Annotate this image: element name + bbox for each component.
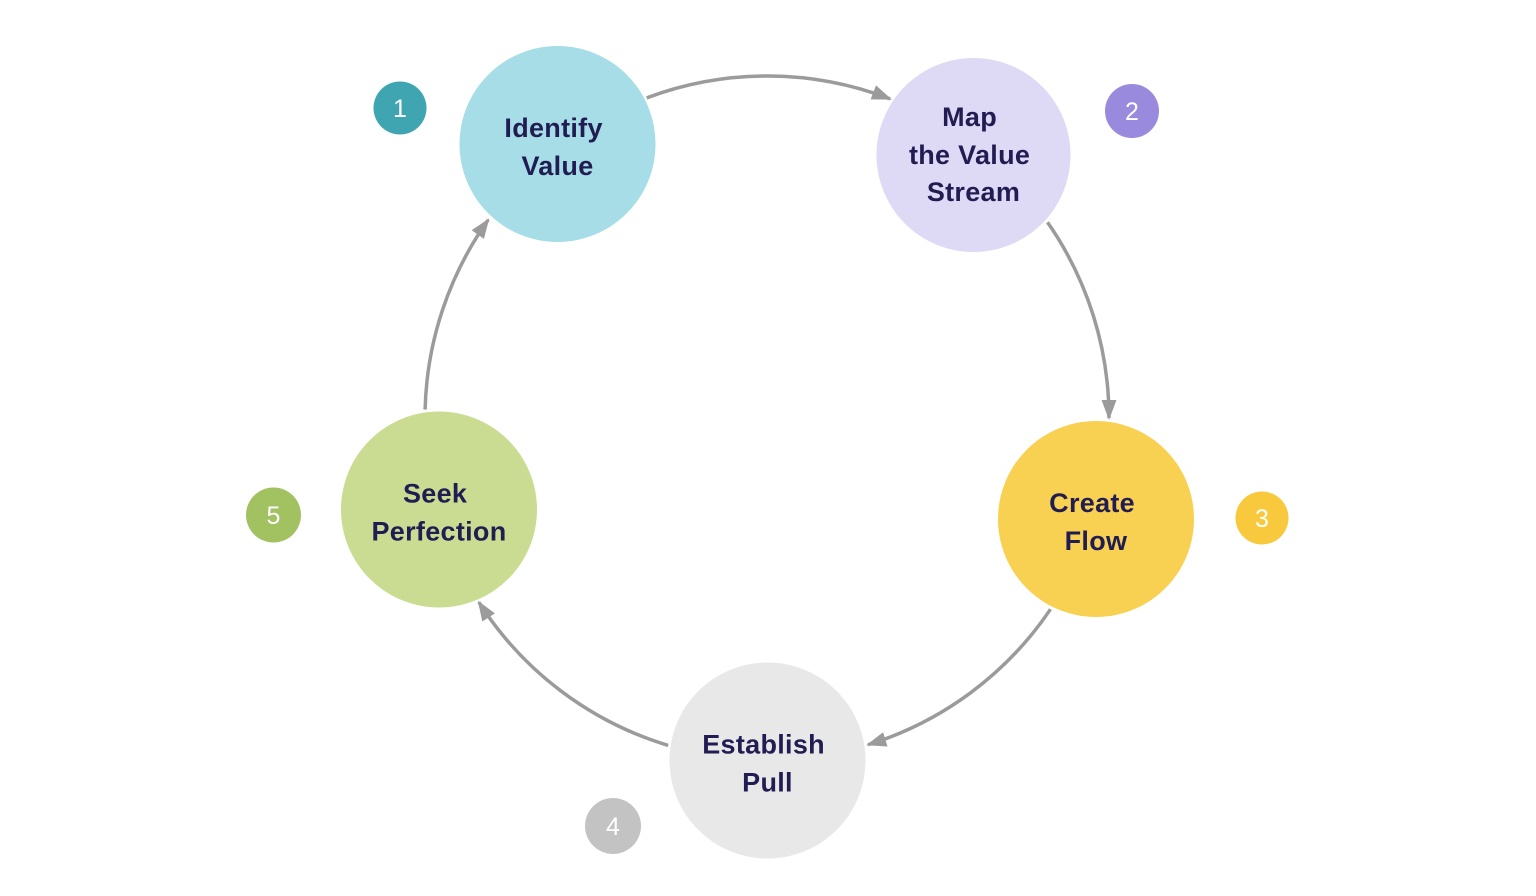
step-node-create-flow: Create Flow 3 (998, 421, 1289, 617)
step-badge-5 (246, 487, 301, 543)
step-label-2-line-1: Map (942, 102, 997, 132)
step-label-3-line-1: Create (1049, 488, 1135, 518)
step-badge-3-number: 3 (1255, 505, 1269, 533)
arrow-step3-to-step4 (866, 608, 1052, 747)
step-label-3: Create Flow (1049, 488, 1143, 556)
step-badge-5-number: 5 (267, 502, 281, 530)
step-circle-5 (341, 411, 537, 608)
step-badge-1-number: 1 (393, 95, 407, 123)
step-label-4: Establish Pull (702, 730, 833, 798)
step-label-2-line-3: Stream (927, 177, 1020, 207)
step-node-identify-value: Identify Value 1 (373, 46, 656, 242)
step-circle-4 (669, 662, 866, 859)
step-circle-3 (998, 421, 1194, 617)
step-badge-3 (1235, 491, 1289, 545)
step-badge-2-number: 2 (1125, 98, 1139, 126)
step-label-4-line-2: Pull (742, 768, 793, 798)
arrow-step2-to-step3 (1046, 221, 1117, 420)
step-badge-2 (1105, 84, 1159, 138)
arrow-step1-to-step2 (646, 74, 892, 101)
step-label-5-line-2: Perfection (371, 517, 506, 547)
step-label-5-line-1: Seek (403, 479, 468, 509)
step-badge-4-number: 4 (606, 813, 620, 841)
step-circle-1 (459, 46, 656, 242)
step-badge-4 (585, 798, 641, 854)
step-label-1: Identify Value (504, 113, 610, 181)
step-label-1-line-2: Value (521, 151, 593, 181)
step-label-1-line-1: Identify (504, 113, 602, 143)
step-label-4-line-1: Establish (702, 730, 825, 760)
step-label-2: Map the Value Stream (909, 102, 1038, 207)
arrow-step4-to-step5 (477, 600, 669, 748)
step-label-5: Seek Perfection (371, 479, 506, 547)
step-node-establish-pull: Establish Pull 4 (585, 662, 866, 859)
step-label-3-line-2: Flow (1065, 526, 1128, 556)
step-node-map-the-value-stream: Map the Value Stream 2 (876, 58, 1159, 252)
arrow-step5-to-step1 (423, 218, 490, 410)
step-label-2-line-2: the Value (909, 140, 1030, 170)
step-badge-1 (373, 81, 427, 135)
step-node-seek-perfection: Seek Perfection 5 (246, 411, 537, 608)
step-circle-2 (876, 58, 1071, 252)
